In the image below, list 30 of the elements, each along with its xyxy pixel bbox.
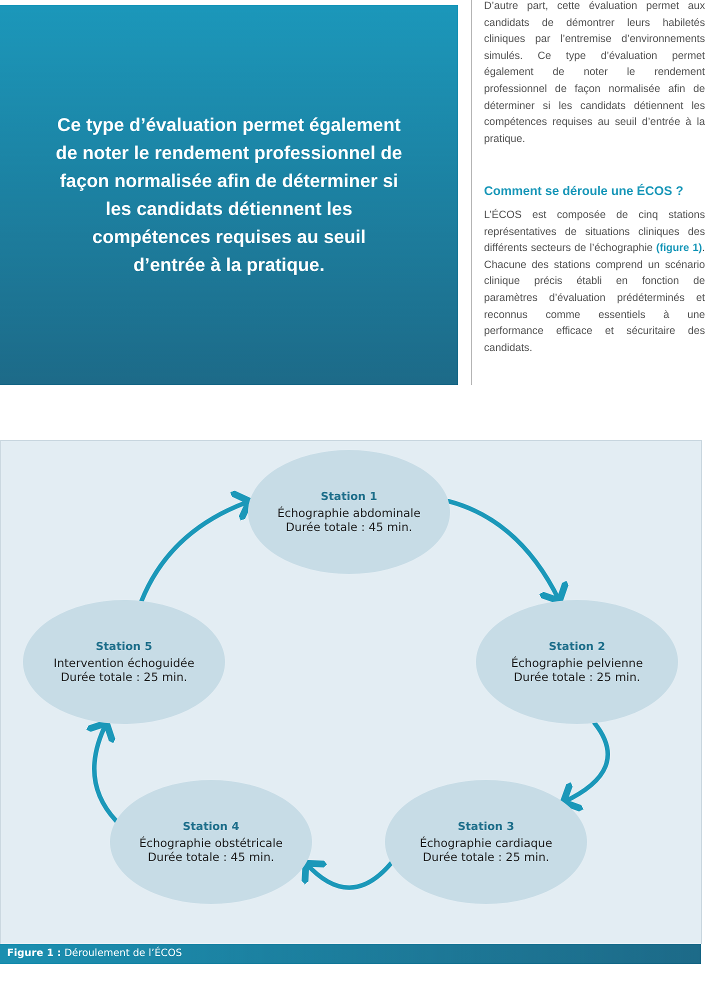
body-paragraph: L’ÉCOS est composée de cinq stations représentatives de situations cliniques des différents secteurs de l’échographie (figure 1). Chacune des stations comprend un scénario clinique précis établi en fonction de paramètres d’évaluation prédéterminés et reconnus comme essentiels à une performance efficace et sécuritaire des candidats.	[484, 208, 705, 356]
station-ellipse	[385, 780, 587, 904]
station-title: Station 2	[548, 640, 606, 653]
curved-arrow	[446, 498, 569, 604]
station-duration: Durée totale : 25 min.	[514, 670, 640, 684]
station-ellipse	[248, 450, 450, 574]
body-paragraph: D’autre part, cette évaluation permet aux candidats de démontrer leurs habiletés cliniques par l’entremise d’environnements simulés. Ce type d’évaluation permet également de noter le rendement professionnel de façon normalisée afin de déterminer si les candidats détiennent les compétences requises au seuil d’entrée à la pratique.	[484, 0, 705, 147]
station-name: Échographie cardiaque	[420, 836, 552, 850]
curved-arrow	[560, 720, 610, 812]
station-name: Échographie obstétricale	[139, 836, 283, 850]
curved-arrow	[85, 720, 118, 824]
station-title: Station 3	[458, 820, 514, 833]
figure-caption: Figure 1 : Déroulement de l’ÉCOS	[0, 944, 701, 964]
station-ellipse	[476, 600, 678, 724]
station-name: Échographie pelvienne	[511, 656, 643, 670]
section-heading: Comment se déroule une ÉCOS ?	[484, 184, 684, 198]
curved-arrow	[139, 490, 253, 604]
station-name: Intervention échoguidée	[54, 656, 194, 670]
station-title: Station 4	[182, 820, 240, 833]
curved-arrow	[302, 860, 394, 890]
station-duration: Durée totale : 25 min.	[60, 670, 188, 684]
station-duration: Durée totale : 45 min.	[286, 520, 412, 534]
station-duration: Durée totale : 45 min.	[148, 850, 274, 864]
station-title: Station 1	[320, 490, 378, 503]
station-name: Échographie abdominale	[277, 506, 421, 520]
station-duration: Durée totale : 25 min.	[422, 850, 550, 864]
pull-quote: Ce type d’évaluation permet également de noter le rendement professionnel de façon normalisée afin de déterminer si les candidats détiennent les compétences requises au seuil d’entrée à la pratique.	[54, 113, 404, 277]
station-ellipse	[110, 780, 312, 904]
station-ellipse	[23, 600, 225, 724]
station-title: Station 5	[96, 640, 152, 653]
